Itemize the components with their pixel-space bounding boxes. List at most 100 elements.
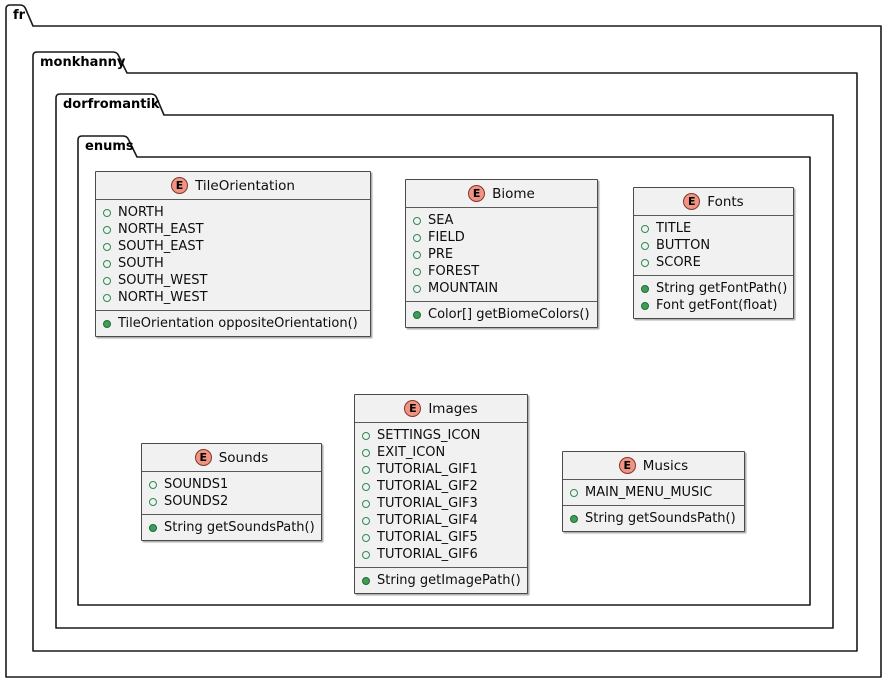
enum-stereotype-icon: E [194,449,212,466]
enum-header: E Musics [563,452,744,480]
enum-constant-row: SOUTH_EAST [96,238,370,255]
enum-header: E Fonts [634,188,793,216]
enum-constant-row: TUTORIAL_GIF1 [355,461,527,478]
enum-constant-row: MOUNTAIN [406,280,597,297]
enum-constant-row: NORTH [96,204,370,221]
enum-constant-label: TUTORIAL_GIF2 [377,479,478,494]
fields-compartment: TITLE BUTTON SCORE [634,216,793,275]
enum-constant-row: TITLE [634,220,793,237]
field-visibility-icon [362,482,370,491]
enum-constant-label: SOUTH_EAST [118,239,204,254]
field-visibility-icon [362,550,370,559]
enum-constant-label: NORTH_EAST [118,222,204,237]
enum-constant-label: TUTORIAL_GIF6 [377,547,478,562]
package-name-monkhanny: monkhanny [40,55,126,70]
method-visibility-icon [641,284,649,293]
enum-constant-row: TUTORIAL_GIF4 [355,512,527,529]
enum-constant-label: SOUTH [118,256,164,271]
enum-title: TileOrientation [195,177,295,194]
enum-header: E TileOrientation [96,172,370,200]
method-visibility-icon [641,301,649,310]
enum-constant-row: TUTORIAL_GIF2 [355,478,527,495]
enum-constant-row: SOUNDS2 [142,493,321,510]
enum-title: Fonts [707,193,744,210]
enum-constant-label: FIELD [428,230,465,245]
field-visibility-icon [413,233,421,242]
package-name-fr: fr [13,8,26,23]
enum-constant-label: NORTH_WEST [118,290,208,305]
enum-method-label: Color[] getBiomeColors() [428,307,590,322]
enum-method-row: String getSoundsPath() [563,510,744,527]
field-visibility-icon [362,448,370,457]
enum-constant-label: TITLE [656,221,692,236]
enum-method-row: TileOrientation oppositeOrientation() [96,315,370,332]
enum-constant-label: SCORE [656,255,701,270]
enum-method-label: String getImagePath() [377,573,521,588]
enum-constant-row: MAIN_MENU_MUSIC [563,484,744,501]
enum-constant-label: BUTTON [656,238,711,253]
enum-constant-label: SOUNDS2 [164,494,229,509]
enum-constant-label: TUTORIAL_GIF4 [377,513,478,528]
field-visibility-icon [413,267,421,276]
enum-stereotype-icon: E [171,177,189,194]
method-visibility-icon [103,319,111,328]
package-name-dorfromantik: dorfromantik [63,97,160,112]
enum-method-label: String getFontPath() [656,281,788,296]
field-visibility-icon [149,497,157,506]
enum-constant-row: SEA [406,212,597,229]
methods-compartment: String getImagePath() [355,567,527,593]
enum-constant-row: BUTTON [634,237,793,254]
field-visibility-icon [413,216,421,225]
method-visibility-icon [362,576,370,585]
enum-constant-label: MAIN_MENU_MUSIC [585,485,713,500]
enum-constant-label: NORTH [118,205,164,220]
enum-constant-label: EXIT_ICON [377,445,446,460]
enum-tileorientation: E TileOrientation NORTH NORTH_EAST SOUTH_E… [95,171,371,337]
methods-compartment: TileOrientation oppositeOrientation() [96,310,370,336]
field-visibility-icon [641,224,649,233]
enum-constant-label: MOUNTAIN [428,281,499,296]
enum-method-row: String getFontPath() [634,280,793,297]
enum-constant-row: PRE [406,246,597,263]
enum-header: E Biome [406,180,597,208]
enum-constant-label: SEA [428,213,454,228]
field-visibility-icon [362,533,370,542]
field-visibility-icon [103,259,111,268]
enum-constant-row: TUTORIAL_GIF6 [355,546,527,563]
methods-compartment: String getSoundsPath() [142,514,321,540]
enum-constant-label: FOREST [428,264,480,279]
methods-compartment: String getFontPath()Font getFont(float) [634,275,793,318]
field-visibility-icon [103,242,111,251]
field-visibility-icon [641,258,649,267]
enum-constant-row: TUTORIAL_GIF5 [355,529,527,546]
enum-constant-label: TUTORIAL_GIF5 [377,530,478,545]
method-visibility-icon [570,514,578,523]
method-visibility-icon [149,523,157,532]
enum-stereotype-icon: E [468,185,486,202]
enum-constant-label: SETTINGS_ICON [377,428,481,443]
enum-constant-label: TUTORIAL_GIF1 [377,462,478,477]
field-visibility-icon [570,488,578,497]
enum-constant-row: NORTH_EAST [96,221,370,238]
enum-title: Images [428,400,478,417]
enum-constant-row: EXIT_ICON [355,444,527,461]
field-visibility-icon [362,431,370,440]
field-visibility-icon [362,465,370,474]
enum-method-row: Color[] getBiomeColors() [406,306,597,323]
field-visibility-icon [413,284,421,293]
field-visibility-icon [362,516,370,525]
methods-compartment: String getSoundsPath() [563,505,744,531]
enum-method-row: String getImagePath() [355,572,527,589]
enum-constant-label: SOUNDS1 [164,477,229,492]
enum-constant-row: FOREST [406,263,597,280]
field-visibility-icon [641,241,649,250]
enum-constant-row: SOUTH_WEST [96,272,370,289]
field-visibility-icon [103,208,111,217]
methods-compartment: Color[] getBiomeColors() [406,301,597,327]
